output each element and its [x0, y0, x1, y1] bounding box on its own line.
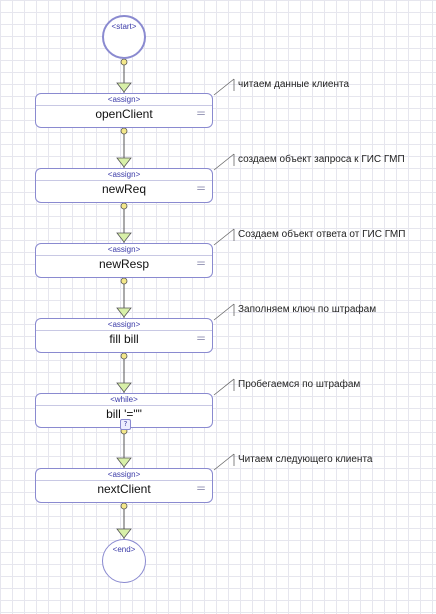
- node-kind: <assign>: [36, 170, 212, 181]
- node-open-client[interactable]: <assign> openClient =: [35, 93, 213, 128]
- end-node[interactable]: <end>: [102, 539, 146, 583]
- connector-dot: [120, 502, 128, 510]
- arrow-head: [116, 307, 132, 318]
- arrow-head: [116, 157, 132, 168]
- properties-icon[interactable]: =: [195, 106, 206, 120]
- arrow-head: [116, 382, 132, 393]
- node-kind: <assign>: [36, 320, 212, 331]
- connector-dot: [120, 277, 128, 285]
- properties-icon[interactable]: =: [195, 256, 206, 270]
- annotation-leader: [213, 228, 235, 246]
- properties-icon[interactable]: =: [195, 181, 206, 195]
- arrow-head: [116, 82, 132, 93]
- node-name: nextClient: [97, 482, 151, 496]
- node-name: fill bill: [109, 332, 139, 346]
- connector-dot: [120, 127, 128, 135]
- node-name: openClient: [95, 107, 153, 121]
- start-node[interactable]: <start>: [102, 15, 146, 59]
- annotation-leader: [213, 78, 235, 96]
- annotation-open-client: читаем данные клиента: [238, 79, 350, 90]
- annotation-while-bill: Пробегаемся по штрафам: [238, 379, 361, 390]
- node-kind: <assign>: [36, 95, 212, 106]
- node-name: newReq: [101, 182, 147, 196]
- node-new-resp[interactable]: <assign> newResp =: [35, 243, 213, 278]
- arrow-head: [116, 232, 132, 243]
- connector-dot: [120, 202, 128, 210]
- connector-dot: [120, 58, 128, 66]
- node-name: bill '="": [106, 407, 142, 421]
- node-kind: <assign>: [36, 470, 212, 481]
- arrow-head: [116, 457, 132, 468]
- node-kind: <assign>: [36, 245, 212, 256]
- connector-dot: [120, 352, 128, 360]
- annotation-leader: [213, 453, 235, 471]
- loop-icon[interactable]: ?: [120, 419, 131, 430]
- annotation-leader: [213, 303, 235, 321]
- arrow-head: [116, 528, 132, 539]
- annotation-fill-bill: Заполняем ключ по штрафам: [238, 304, 377, 315]
- annotation-new-req: создаем объект запроса к ГИС ГМП: [238, 154, 405, 165]
- node-while-bill[interactable]: <while> bill '="" ?: [35, 393, 213, 430]
- node-name: newResp: [98, 257, 150, 271]
- node-new-req[interactable]: <assign> newReq =: [35, 168, 213, 203]
- end-label: <end>: [112, 545, 136, 554]
- node-fill-bill[interactable]: <assign> fill bill =: [35, 318, 213, 353]
- properties-icon[interactable]: =: [195, 481, 206, 495]
- node-kind: <while>: [36, 395, 212, 406]
- properties-icon[interactable]: =: [195, 331, 206, 345]
- annotation-new-resp: Создаем объект ответа от ГИС ГМП: [238, 229, 406, 240]
- annotation-leader: [213, 378, 235, 396]
- start-label: <start>: [111, 22, 137, 31]
- annotation-next-client: Читаем следующего клиента: [238, 454, 373, 465]
- annotation-leader: [213, 153, 235, 171]
- node-next-client[interactable]: <assign> nextClient =: [35, 468, 213, 503]
